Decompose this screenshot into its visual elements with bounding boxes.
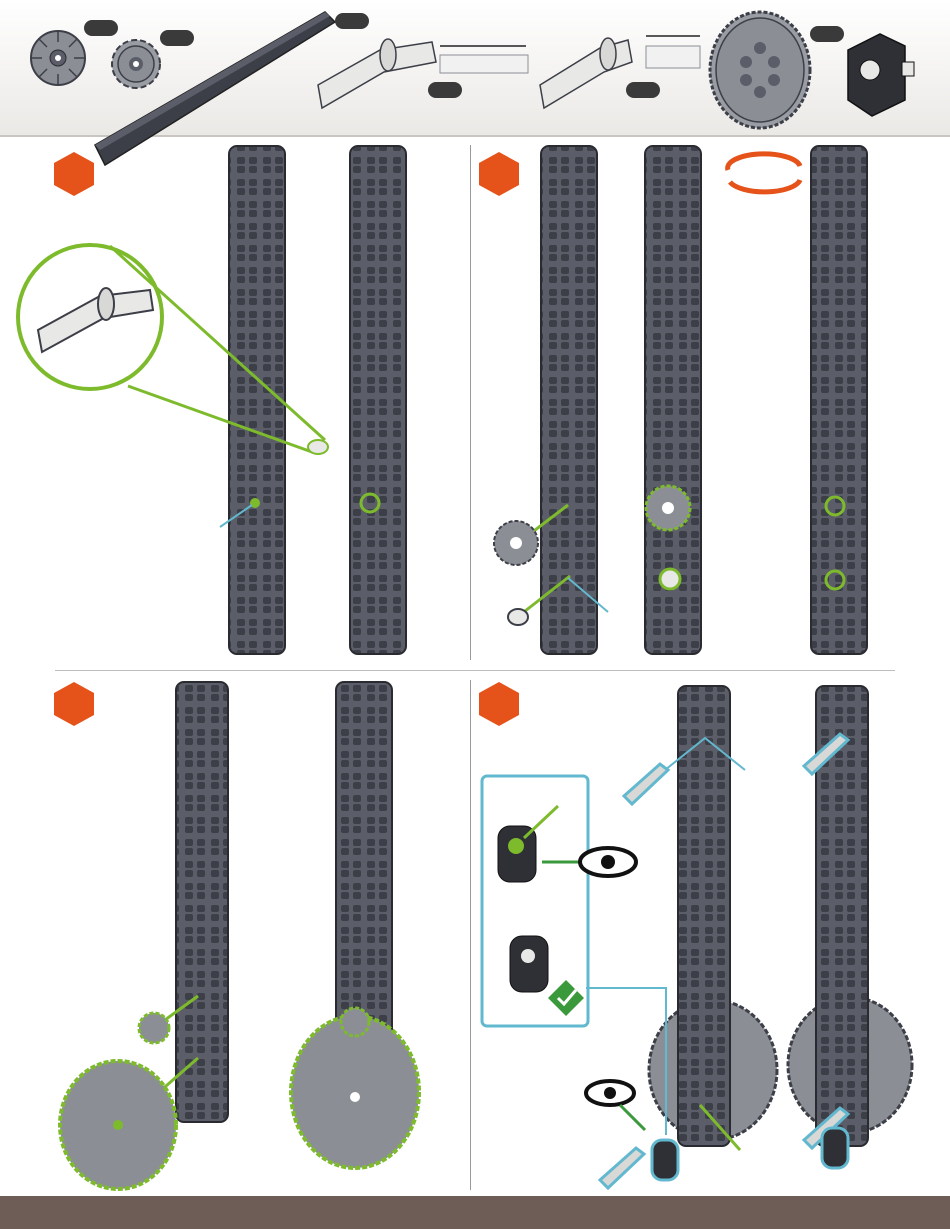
beam	[678, 686, 730, 1146]
eye-icon	[580, 848, 636, 876]
footer-bar	[0, 1196, 950, 1229]
eye-icon	[586, 1081, 634, 1105]
